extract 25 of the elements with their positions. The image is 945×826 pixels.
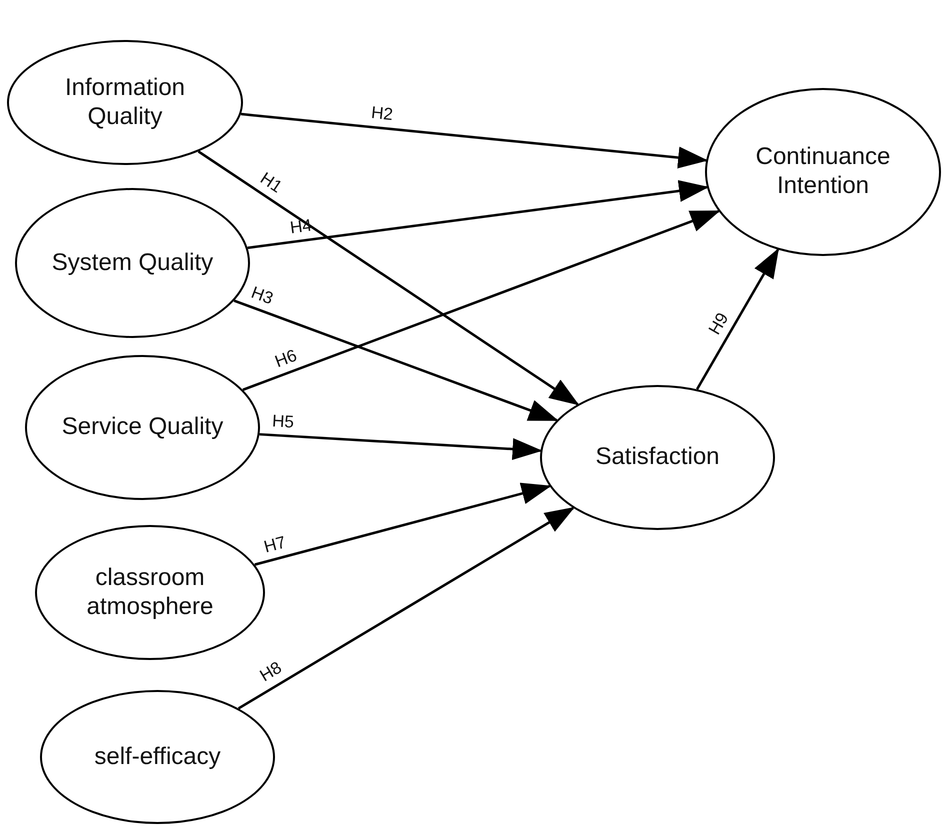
arrow bbox=[254, 482, 552, 566]
construct-label: System Quality bbox=[52, 248, 214, 278]
edge-label: H2 bbox=[370, 102, 394, 126]
edge-label: H3 bbox=[248, 282, 276, 310]
edge-label: H9 bbox=[704, 309, 734, 338]
arrow bbox=[198, 150, 580, 406]
arrow bbox=[259, 433, 543, 460]
arrow bbox=[696, 248, 780, 390]
construct-label: Information Quality bbox=[64, 74, 186, 132]
arrow bbox=[234, 299, 559, 422]
edge-label: H6 bbox=[272, 346, 300, 372]
arrow bbox=[242, 210, 720, 391]
arrow bbox=[240, 112, 708, 169]
arrow bbox=[247, 180, 709, 250]
construct-label: Satisfaction bbox=[595, 443, 720, 472]
edge-label: H5 bbox=[271, 411, 294, 432]
edge-label: H1 bbox=[256, 168, 286, 198]
construct-label: self-efficacy bbox=[94, 742, 221, 772]
edge-label: H7 bbox=[262, 532, 288, 558]
construct-label: classroom atmosphere bbox=[86, 564, 214, 622]
construct-label: Continuance Intention bbox=[754, 143, 892, 201]
edge-label: H8 bbox=[257, 658, 286, 687]
edge-label: H4 bbox=[288, 215, 313, 238]
construct-label: Service Quality bbox=[62, 413, 224, 442]
arrow bbox=[238, 506, 575, 710]
